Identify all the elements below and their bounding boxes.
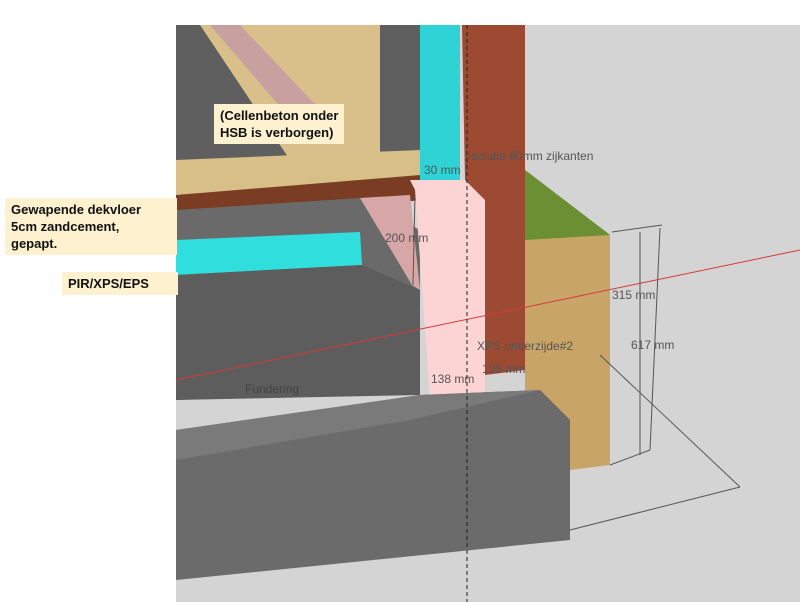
dim-138: 138 mm xyxy=(431,372,475,386)
red-axis xyxy=(175,249,800,381)
label-fundering: Fundering xyxy=(245,382,300,396)
brick-wall xyxy=(462,25,525,375)
pir-insulation xyxy=(176,232,362,275)
foundation-upper xyxy=(176,265,420,400)
label-xps: XPS onderzijde#2 xyxy=(477,339,574,353)
dim-315: 315 mm xyxy=(612,288,656,302)
note-dekvloer: Gewapende dekvloer 5cm zandcement, gepap… xyxy=(5,198,177,255)
dimension-lines xyxy=(412,194,741,531)
dim-200: 200 mm xyxy=(385,231,429,245)
xps-insulation xyxy=(410,180,485,398)
label-isolatie: Isolatie 80mm zijkanten xyxy=(468,149,594,163)
note-cellenbeton: (Cellenbeton onder HSB is verborgen) xyxy=(214,104,345,144)
note-insulation: PIR/XPS/EPS xyxy=(62,272,178,295)
dim-30: 30 mm xyxy=(424,163,461,177)
dim-105: 105 mm xyxy=(482,362,526,376)
cavity-insulation xyxy=(420,25,460,185)
xps-side-shade xyxy=(360,195,420,290)
vapour-layer xyxy=(210,25,330,130)
dim-617: 617 mm xyxy=(631,338,675,352)
